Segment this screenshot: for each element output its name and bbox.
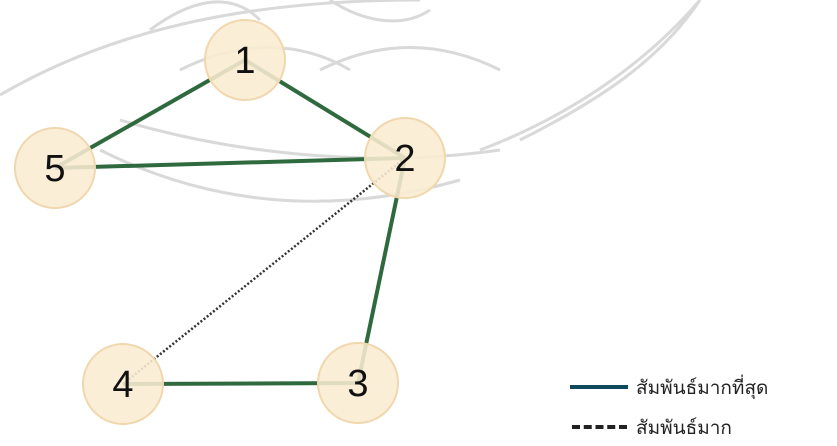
dashed-line-swatch bbox=[572, 425, 627, 429]
legend-strongest: สัมพันธ์มากที่สุด bbox=[570, 372, 835, 400]
node-label-3: 3 bbox=[347, 363, 368, 405]
edge-5-2 bbox=[54, 156, 406, 170]
solid-line-swatch bbox=[570, 385, 628, 389]
node-circle-1 bbox=[204, 19, 286, 101]
legend: สัมพันธ์มากที่สุด สัมพันธ์มาก bbox=[570, 372, 835, 444]
node-circle-5 bbox=[14, 127, 96, 209]
node-circle-2 bbox=[364, 117, 446, 199]
legend-strongest-label: สัมพันธ์มากที่สุด bbox=[636, 377, 769, 399]
node-label-2: 2 bbox=[394, 138, 415, 180]
node-3: 3 bbox=[317, 342, 399, 424]
node-label-5: 5 bbox=[44, 148, 65, 190]
node-5: 5 bbox=[14, 127, 96, 209]
node-1: 1 bbox=[204, 19, 286, 101]
node-2: 2 bbox=[364, 117, 446, 199]
node-4: 4 bbox=[82, 343, 164, 425]
nodes-layer: 1 2 3 4 5 bbox=[14, 19, 446, 425]
node-label-1: 1 bbox=[234, 40, 255, 82]
node-circle-4 bbox=[82, 343, 164, 425]
edges-layer bbox=[54, 58, 407, 386]
node-circle-3 bbox=[317, 342, 399, 424]
legend-strong: สัมพันธ์มาก bbox=[570, 412, 835, 440]
edge-2-4 bbox=[122, 157, 406, 385]
legend-strong-label: สัมพันธ์มาก bbox=[636, 417, 732, 439]
node-label-4: 4 bbox=[112, 364, 133, 406]
